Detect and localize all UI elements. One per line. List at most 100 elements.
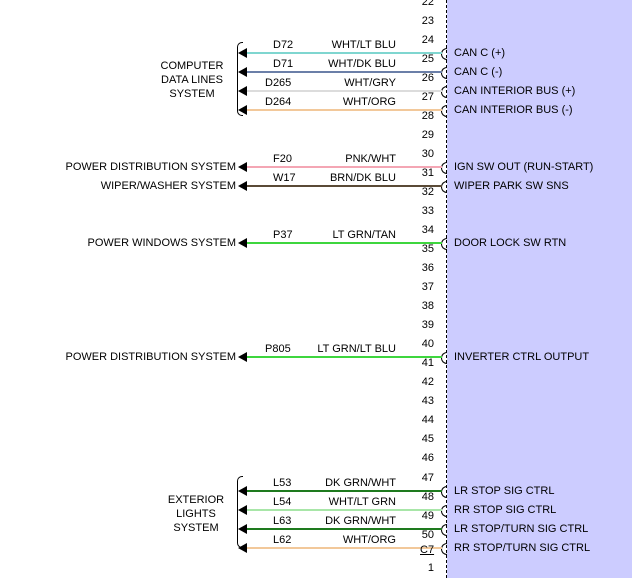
- pin-terminal: [441, 67, 447, 79]
- pin-function: CAN C (+): [454, 47, 506, 59]
- wire-color: DK GRN/WHT: [325, 515, 396, 527]
- wire-arrow: [238, 67, 247, 77]
- wire-color: DK GRN/WHT: [325, 477, 396, 489]
- wire-arrow: [238, 105, 247, 115]
- pin-number: 30: [421, 148, 434, 160]
- pin-terminal: [441, 543, 447, 555]
- wire-color: BRN/DK BLU: [329, 172, 396, 184]
- wire: [246, 356, 442, 358]
- system-label: POWER DISTRIBUTION SYSTEM: [65, 161, 236, 173]
- wire: [246, 242, 442, 244]
- pin-number: 47: [421, 472, 434, 484]
- pin-number: 36: [421, 262, 434, 274]
- pin-function: IGN SW OUT (RUN-START): [454, 161, 594, 173]
- pin-number: 24: [421, 34, 434, 46]
- circuit-id: F20: [273, 153, 292, 165]
- wire-arrow: [238, 505, 247, 515]
- pin-function: RR STOP/TURN SIG CTRL: [454, 542, 591, 554]
- circuit-id: D71: [273, 58, 294, 70]
- pin-number: 43: [421, 395, 434, 407]
- wire-arrow: [238, 86, 247, 96]
- circuit-id: L62: [273, 534, 292, 546]
- pin-function: CAN INTERIOR BUS (-): [454, 104, 573, 116]
- wire: [246, 166, 442, 168]
- wire-arrow: [238, 238, 247, 248]
- pin-function: LR STOP/TURN SIG CTRL: [454, 523, 589, 535]
- wire-arrow: [238, 524, 247, 534]
- pin-number: 28: [421, 110, 434, 122]
- pin-number: 39: [421, 319, 434, 331]
- pin-function: INVERTER CTRL OUTPUT: [454, 351, 590, 363]
- wire-arrow: [238, 162, 247, 172]
- module-panel: [447, 0, 632, 578]
- pin-terminal: [441, 86, 447, 98]
- pin-number: 40: [421, 338, 434, 350]
- wire-color: WHT/LT BLU: [331, 39, 396, 51]
- pin-function: CAN C (-): [454, 66, 503, 78]
- pin-terminal: [441, 238, 447, 250]
- circuit-id: L63: [273, 515, 292, 527]
- pin-number: 31: [421, 167, 434, 179]
- pin-terminal: [441, 352, 447, 364]
- pin-number: 41: [421, 357, 434, 369]
- pin-terminal: [441, 524, 447, 536]
- module-edge: [446, 0, 447, 578]
- connector-id: C7: [420, 544, 435, 556]
- group-label-exterior-lights: EXTERIOR LIGHTS SYSTEM: [167, 494, 225, 534]
- pin-function: DOOR LOCK SW RTN: [454, 237, 567, 249]
- pin-terminal: [441, 505, 447, 517]
- wire-arrow: [238, 543, 247, 553]
- wire-color: WHT/DK BLU: [328, 58, 396, 70]
- system-label: WIPER/WASHER SYSTEM: [100, 180, 236, 192]
- wire: [246, 109, 442, 111]
- circuit-id: D72: [273, 39, 294, 51]
- wire: [246, 547, 442, 549]
- wire-color: WHT/LT GRN: [328, 496, 396, 508]
- wire-color: WHT/GRY: [344, 77, 396, 89]
- pin-number: 50: [421, 529, 434, 541]
- circuit-id: L53: [273, 477, 292, 489]
- pin-number: 49: [421, 510, 434, 522]
- pin-number: 29: [421, 129, 434, 141]
- wire-color: LT GRN/TAN: [332, 229, 396, 241]
- group-label-computer-data-lines: COMPUTER DATA LINES SYSTEM: [160, 60, 224, 100]
- pin-number: 44: [421, 414, 434, 426]
- pin-number: 22: [421, 0, 434, 8]
- pin-terminal: [441, 162, 447, 174]
- pin-function: LR STOP SIG CTRL: [454, 485, 555, 497]
- wire-color: WHT/ORG: [342, 96, 396, 108]
- wire: [246, 509, 442, 511]
- system-label: POWER WINDOWS SYSTEM: [87, 237, 237, 249]
- pin-number: 27: [421, 91, 434, 103]
- pin-number: 42: [421, 376, 434, 388]
- pin-terminal: [441, 105, 447, 117]
- pin-number: 25: [421, 53, 434, 65]
- wire-arrow: [238, 486, 247, 496]
- pin-number: 26: [421, 72, 434, 84]
- pin-number: 48: [421, 491, 434, 503]
- circuit-id: P37: [273, 229, 293, 241]
- pin-function: CAN INTERIOR BUS (+): [454, 85, 576, 97]
- wire-arrow: [238, 181, 247, 191]
- pin-function: WIPER PARK SW SNS: [454, 180, 569, 192]
- wire: [246, 71, 442, 73]
- circuit-id: D265: [265, 77, 292, 89]
- wire-color: PNK/WHT: [345, 153, 396, 165]
- circuit-id: W17: [273, 172, 296, 184]
- pin-function: RR STOP SIG CTRL: [454, 504, 557, 516]
- pin-terminal: [441, 181, 447, 193]
- circuit-id: P805: [265, 343, 291, 355]
- pin-number: 38: [421, 300, 434, 312]
- pin-number: 37: [421, 281, 434, 293]
- next-connector-pin-number: 1: [427, 562, 434, 574]
- wire: [246, 490, 442, 492]
- pin-number: 33: [421, 205, 434, 217]
- wire: [246, 90, 442, 92]
- pin-number: 46: [421, 452, 434, 464]
- wire-arrow: [238, 352, 247, 362]
- wire: [246, 185, 442, 187]
- system-label: POWER DISTRIBUTION SYSTEM: [65, 351, 236, 363]
- circuit-id: D264: [265, 96, 292, 108]
- pin-number: 32: [421, 186, 434, 198]
